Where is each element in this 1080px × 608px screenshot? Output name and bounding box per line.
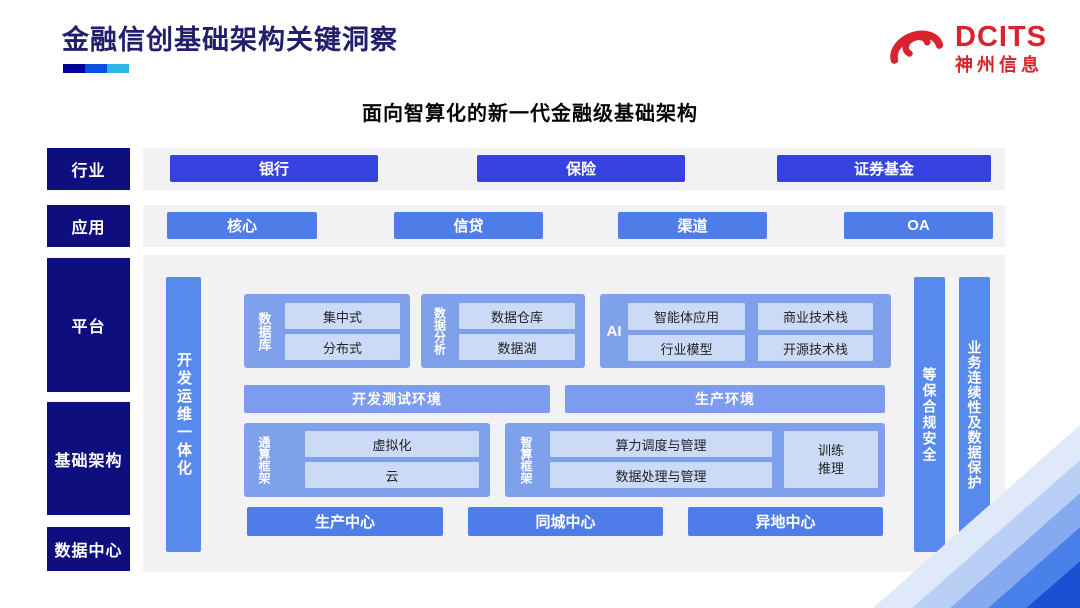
dcits-swirl-icon <box>886 16 946 81</box>
sidebar-item-datacenter: 数据中心 <box>47 527 130 571</box>
intelligent-compute-item-scheduling: 算力调度与管理 <box>550 431 772 457</box>
sidebar-item-infrastructure: 基础架构 <box>47 402 130 515</box>
page-title: 金融信创基础架构关键洞察 <box>62 25 398 55</box>
logo-name: DCITS <box>955 21 1047 54</box>
underline-segment-mid <box>85 64 107 73</box>
sidebar-item-application: 应用 <box>47 205 130 247</box>
business-continuity-label: 业务连续性及数据保护 <box>966 339 983 490</box>
general-compute-label: 通算框架 <box>257 436 271 484</box>
ai-group: AI 智能体应用 商业技术栈 行业模型 开源技术栈 <box>600 294 891 368</box>
industry-block-insurance: 保险 <box>477 155 685 182</box>
analytics-group: 数据分析 数据仓库 数据湖 <box>421 294 585 368</box>
ai-group-label: AI <box>606 322 622 340</box>
sidebar-item-industry: 行业 <box>47 148 130 190</box>
ai-group-label-wrap: AI <box>600 294 628 368</box>
devops-vertical-bar-label: 开发运维一体化 <box>175 351 192 478</box>
general-compute-group: 通算框架 虚拟化 云 <box>244 423 490 497</box>
database-group: 数据库 集中式 分布式 <box>244 294 410 368</box>
production-env-bar: 生产环境 <box>565 385 885 413</box>
underline-segment-dark <box>63 64 85 73</box>
center-production: 生产中心 <box>247 507 443 536</box>
underline-segment-light <box>107 64 129 73</box>
devops-vertical-bar: 开发运维一体化 <box>166 277 201 552</box>
compliance-security-label: 等保合规安全 <box>921 366 938 463</box>
business-continuity-bar: 业务连续性及数据保护 <box>959 277 990 552</box>
intelligent-compute-label: 智算框架 <box>519 436 533 484</box>
app-block-credit: 信贷 <box>394 212 543 239</box>
center-same-city: 同城中心 <box>468 507 663 536</box>
general-compute-label-wrap: 通算框架 <box>244 423 284 497</box>
industry-block-securities-funds: 证券基金 <box>777 155 991 182</box>
general-compute-item-cloud: 云 <box>305 462 479 488</box>
analytics-group-label-wrap: 数据分析 <box>421 294 458 368</box>
dev-test-env-bar: 开发测试环境 <box>244 385 550 413</box>
intelligent-compute-item-dataprocessing: 数据处理与管理 <box>550 462 772 488</box>
center-remote: 异地中心 <box>688 507 883 536</box>
database-item-distributed: 分布式 <box>285 334 400 360</box>
app-block-oa: OA <box>844 212 993 239</box>
train-label: 训练 <box>817 442 844 458</box>
intelligent-compute-group: 智算框架 算力调度与管理 数据处理与管理 训练 推理 <box>505 423 885 497</box>
intelligent-compute-train-infer-box: 训练 推理 <box>784 431 878 488</box>
app-block-channel: 渠道 <box>618 212 767 239</box>
ai-item-commercial-stack: 商业技术栈 <box>758 303 873 330</box>
infer-label: 推理 <box>817 460 844 476</box>
diagram-title: 面向智算化的新一代金融级基础架构 <box>362 103 698 125</box>
database-item-centralized: 集中式 <box>285 303 400 329</box>
analytics-group-label: 数据分析 <box>432 307 447 355</box>
database-group-label: 数据库 <box>256 311 272 351</box>
ai-item-opensource-stack: 开源技术栈 <box>758 335 873 361</box>
intelligent-compute-label-wrap: 智算框架 <box>505 423 547 497</box>
app-block-core: 核心 <box>167 212 317 239</box>
sidebar-item-platform: 平台 <box>47 258 130 392</box>
analytics-item-warehouse: 数据仓库 <box>459 303 575 329</box>
ai-item-industry-models: 行业模型 <box>628 335 745 361</box>
title-underline <box>63 64 129 73</box>
general-compute-item-virtualization: 虚拟化 <box>305 431 479 457</box>
industry-block-bank: 银行 <box>170 155 378 182</box>
analytics-item-datalake: 数据湖 <box>459 334 575 360</box>
database-group-label-wrap: 数据库 <box>244 294 284 368</box>
company-logo: DCITS 神州信息 <box>886 16 1047 81</box>
compliance-security-bar: 等保合规安全 <box>914 277 945 552</box>
logo-subname: 神州信息 <box>955 54 1043 75</box>
ai-item-agent-apps: 智能体应用 <box>628 303 745 330</box>
